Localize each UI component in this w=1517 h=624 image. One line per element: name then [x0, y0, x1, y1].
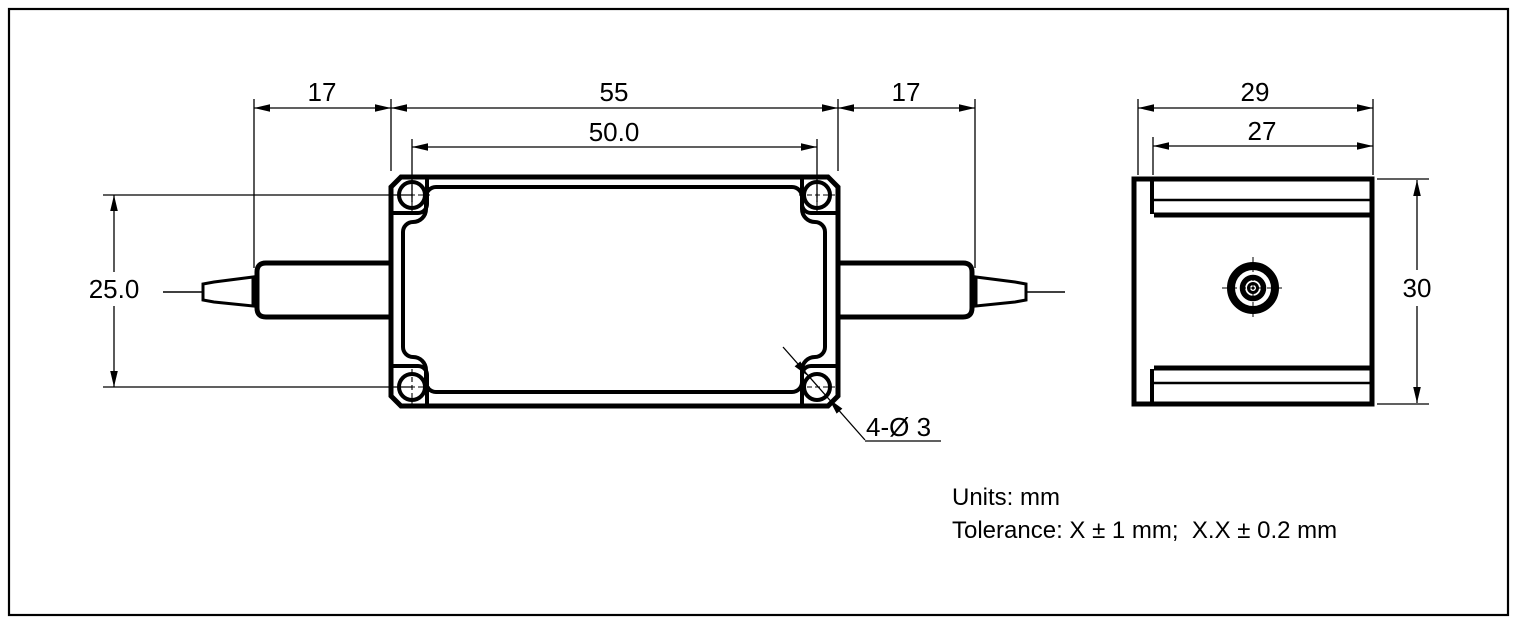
boss-bottom-right: [800, 364, 838, 406]
connector-inner-ring: [1247, 282, 1259, 294]
dim-side-overall-width: 29: [1241, 77, 1270, 107]
drawing-border: [7, 7, 1510, 617]
dim-hole-spacing-h: 50.0: [589, 117, 640, 147]
collimator-right: [838, 260, 975, 320]
lid-outline: [401, 185, 827, 394]
connector-centerlines: [1222, 257, 1284, 319]
dim-body-width: 55: [600, 77, 629, 107]
units-note: Units: mm: [952, 484, 1060, 511]
collimator-left: [254, 260, 391, 320]
fiber-boot-left: [201, 275, 255, 308]
fiber-boot-right: [974, 275, 1028, 308]
hole-callout-label: 4-Ø 3: [866, 412, 931, 442]
front-view: [163, 174, 1065, 409]
dim-hole-spacing-v: 25.0: [89, 274, 140, 304]
boss-bottom-left: [391, 364, 429, 406]
dim-text-backing-25: [84, 272, 146, 306]
housing-body: [388, 174, 841, 409]
tolerance-note: Tolerance: X ± 1 mm; X.X ± 0.2 mm: [952, 517, 1337, 544]
side-view: [1131, 176, 1375, 407]
boss-top-right: [800, 177, 838, 215]
dim-side-height: 30: [1403, 273, 1432, 303]
dim-text-backing-30: [1396, 270, 1438, 306]
dim-pigtail-right: 17: [892, 77, 921, 107]
callout-leader: [782, 346, 866, 441]
dim-side-lid-width: 27: [1248, 116, 1277, 146]
dim-pigtail-left: 17: [308, 77, 337, 107]
boss-top-left: [391, 177, 429, 215]
dimension-lines: [103, 99, 1429, 442]
